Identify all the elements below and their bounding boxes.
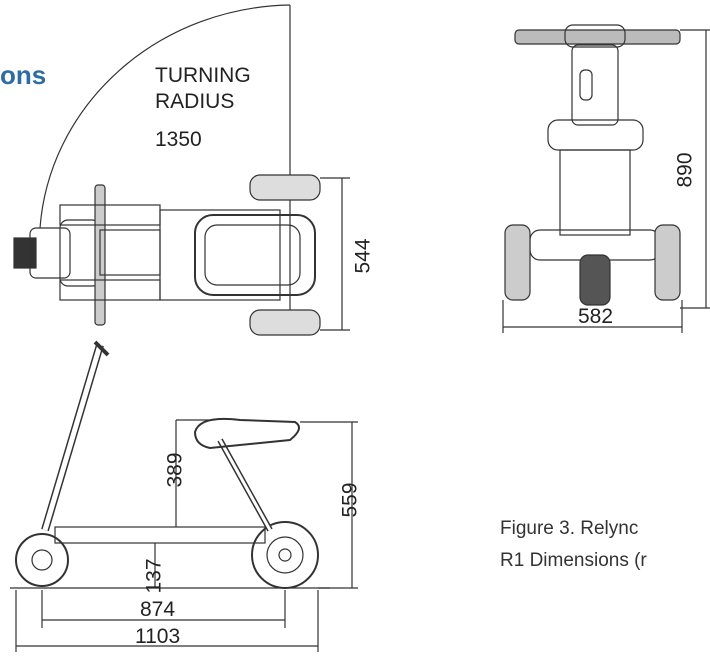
turning-radius-line1: TURNING — [155, 64, 251, 87]
caption-line2: R1 Dimensions (r — [500, 550, 647, 571]
turning-radius-arc — [39, 4, 291, 229]
dimension-wheelbase: 874 — [140, 598, 176, 621]
heading-fragment: ons — [0, 60, 47, 90]
turning-radius-value: 1350 — [155, 128, 202, 151]
dimension-seat-height-frame: 389 — [163, 452, 187, 488]
dimension-ground-clearance: 137 — [142, 558, 166, 594]
caption-line1: Figure 3. Relync — [500, 518, 639, 539]
dimension-top-width: 544 — [351, 238, 375, 274]
side-view-scooter — [10, 340, 358, 652]
dimension-front-height: 890 — [673, 152, 697, 188]
dimension-length: 1103 — [135, 625, 181, 648]
turning-radius-line2: RADIUS — [155, 90, 235, 113]
dimension-seat-height-total: 559 — [338, 482, 362, 518]
front-view-scooter — [502, 24, 710, 333]
dimension-front-width: 582 — [578, 305, 614, 328]
top-view-scooter — [13, 174, 350, 336]
